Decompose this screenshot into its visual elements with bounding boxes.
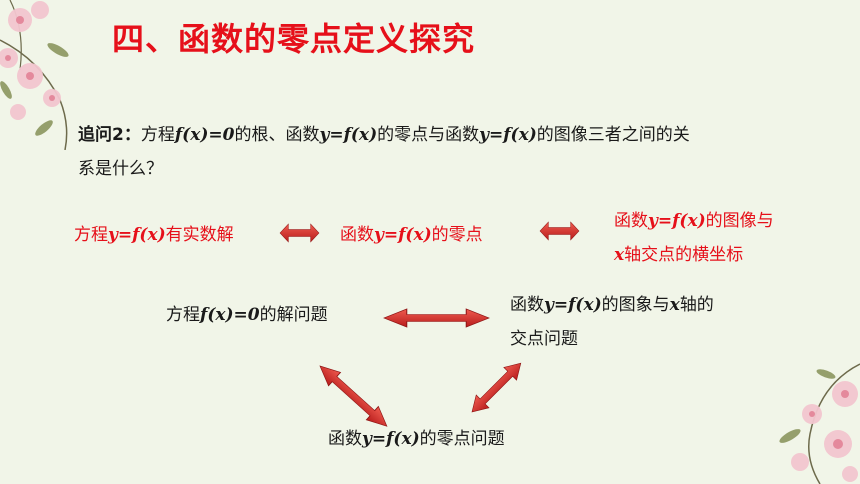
math-expression: f(x)=0: [174, 125, 235, 145]
graph-intersection-problem: 函数y=f(x)的图象与x轴的 交点问题: [510, 288, 714, 356]
math-expression: y=f(x): [374, 225, 432, 245]
text-part: 有实数解: [165, 225, 234, 245]
question-lead: 追问2：: [78, 125, 141, 145]
question-part: 方程: [140, 125, 175, 145]
text-part: 的图象与: [601, 295, 670, 315]
blossom-branch-icon: [779, 363, 860, 484]
function-zero-problem: 函数y=f(x)的零点问题: [328, 424, 505, 454]
math-expression: y=f(x): [319, 125, 378, 145]
text-part: 的零点: [431, 225, 483, 245]
text-part: 函数: [340, 225, 374, 245]
text-part: 的零点问题: [419, 429, 505, 449]
equation-solution-problem: 方程f(x)=0的解问题: [166, 300, 328, 330]
math-expression: y=f(x): [544, 295, 602, 315]
page-title: 四、函数的零点定义探究: [112, 20, 476, 58]
math-expression: f(x)=0: [200, 305, 260, 325]
function-zero: 函数y=f(x)的零点: [340, 220, 483, 250]
text-part: 函数: [614, 211, 648, 231]
double-arrow-icon: [279, 223, 320, 243]
question-part: 的图像三者之间的关: [536, 125, 690, 145]
double-arrow-icon: [539, 221, 580, 241]
question-part: 系是什么？: [78, 159, 163, 179]
math-expression: y=f(x): [108, 225, 166, 245]
question-part: 的根、函数: [234, 125, 320, 145]
text-part: 函数: [328, 429, 362, 449]
double-arrow-icon: [465, 356, 528, 419]
math-expression: y=f(x): [362, 429, 420, 449]
math-expression: x: [614, 245, 625, 265]
equation-has-real-roots: 方程y=f(x)有实数解: [74, 220, 234, 250]
blossom-branch-icon: [0, 0, 69, 150]
math-expression: y=f(x): [479, 125, 537, 145]
text-part: 的解问题: [259, 305, 328, 325]
math-expression: y=f(x): [648, 211, 706, 231]
text-part: 轴交点的横坐标: [624, 245, 744, 265]
question-part: 的零点与函数: [377, 125, 480, 145]
text-part: 函数: [510, 295, 544, 315]
math-expression: x: [669, 295, 680, 315]
text-part: 交点问题: [510, 329, 578, 349]
graph-x-intercept: 函数y=f(x)的图像与 x轴交点的横坐标: [614, 204, 774, 272]
double-arrow-icon: [313, 358, 394, 434]
text-part: 轴的: [679, 295, 714, 315]
text-part: 的图像与: [705, 211, 774, 231]
text-part: 方程: [74, 225, 108, 245]
question-text: 追问2：方程f(x)=0的根、函数y=f(x)的零点与函数y=f(x)的图像三者…: [78, 118, 798, 186]
double-arrow-icon: [383, 308, 490, 328]
text-part: 方程: [166, 305, 200, 325]
